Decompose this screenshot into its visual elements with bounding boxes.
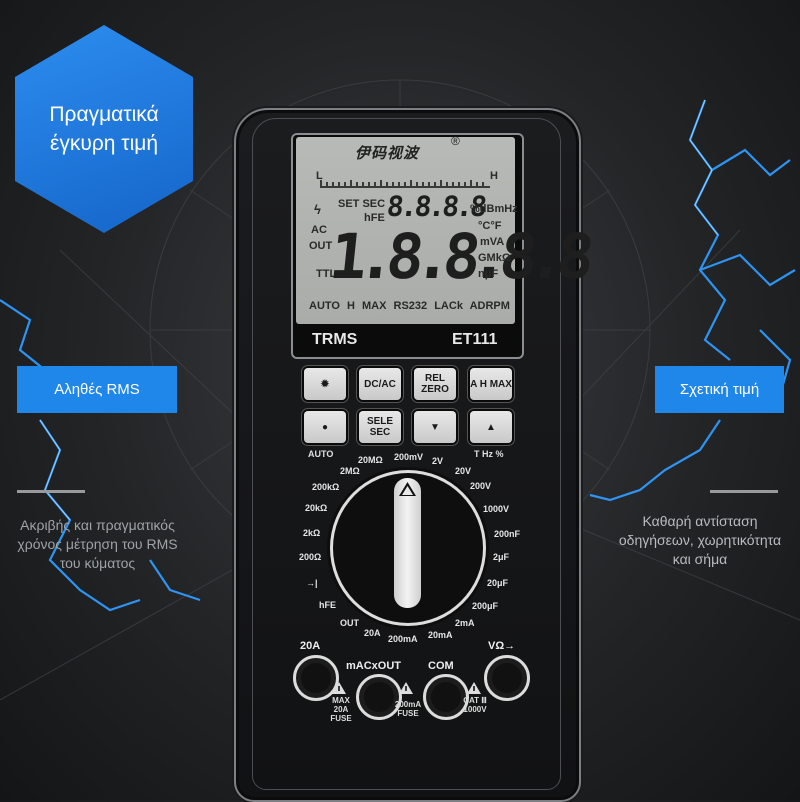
multimeter-inner-frame [252,118,561,790]
jack-macxout[interactable] [356,674,402,720]
lcd-display [296,137,515,324]
model-number: ET111 [452,331,498,348]
thz-caption: T Hz % [474,449,504,459]
jack-20a-label: 20A [300,640,321,652]
lcd-status-row: AUTO H MAX RS232 LACk ADRPM [309,300,510,312]
dial-1000v: 1000V [483,504,510,514]
relative-value-description: Καθαρή αντίσταση οδηγήσεων, χωρητικότητα… [618,513,782,567]
dial-20kohm: 20kΩ [305,503,328,513]
dial-200ma: 200mA [388,634,418,644]
relative-value-label: Σχετική τιμή [655,366,784,413]
auto-button[interactable]: ● [304,411,346,443]
dial-hfe: hFE [319,600,336,610]
bar-low-label: L [316,170,323,182]
jack-com-label: COM [428,660,454,672]
jack-vohm[interactable] [484,655,530,701]
trms-label: TRMS [312,331,358,348]
auto-caption: AUTO [308,449,334,459]
lcd-ttl: TTL [316,268,337,280]
dial-200v: 200V [470,481,492,491]
dial-20uf: 20μF [487,578,509,588]
dial-20v: 20V [455,466,472,476]
dial-20a: 20A [364,628,381,638]
cat-rating-warning: CAT Ⅲ 1000V [463,696,487,714]
bar-high-label: H [490,170,498,182]
brand-name: 伊码视波 [355,145,420,162]
lightning-icon: ϟ [314,202,321,217]
hold-max-button[interactable]: A H MAX [470,368,512,400]
dial-out: OUT [340,618,359,628]
dc-ac-button[interactable]: DC/AC [359,368,401,400]
rel-zero-button[interactable]: REL ZERO [414,368,456,400]
dial-2uf: 2μF [493,552,510,562]
jack-vohm-label: VΩ→ [488,640,516,652]
warning-icon [467,682,481,694]
value-badge: Πραγματικά έγκυρη τιμή [15,25,193,233]
warning-icon [399,682,413,694]
dial-2kohm: 2kΩ [303,528,321,538]
jack-macxout-label: mACxOUT [346,660,402,672]
dial-2v: 2V [432,456,444,466]
true-rms-label: Αληθές RMS [17,366,177,413]
left-divider [17,490,85,493]
select-button[interactable]: SELE SEC [359,411,401,443]
dial-200ohm: 200Ω [299,552,322,562]
lcd-set-sec: SET SEC [338,198,386,210]
lcd-main-digits: 1.8.8.8.8 [326,220,589,293]
lcd-out: OUT [309,240,333,252]
lcd-units-3: mVA [480,236,505,248]
jack-20a[interactable] [293,655,339,701]
lcd-units-2: °C°F [478,220,502,232]
dial-200kohm: 200kΩ [312,482,340,492]
lcd-units-4: GMkΩ [478,252,511,264]
fuse-200ma-warning: 200mA FUSE [394,700,422,718]
dial-20ma: 20mA [428,630,453,640]
dial-20mohm: 20MΩ [358,455,383,465]
dial-diode: →| [306,578,318,588]
lcd-units-1: %dBmHz [470,203,518,215]
warning-icon [332,682,346,694]
dial-knob[interactable] [394,478,421,608]
dial-200nf: 200nF [494,529,521,539]
dial-pointer-icon [399,482,416,496]
dial-2ma: 2mA [455,618,475,628]
registered-mark: ® [451,134,460,148]
dial-200mv: 200mV [394,452,424,462]
badge-text: Πραγματικά έγκυρη τιμή [49,103,159,155]
right-divider [710,490,778,493]
lcd-bar-graph [320,180,490,188]
down-button[interactable]: ▼ [414,411,456,443]
up-button[interactable]: ▲ [470,411,512,443]
dial-2mohm: 2MΩ [340,466,360,476]
lcd-units-5: nμF [478,268,499,280]
dial-200uf: 200μF [472,601,499,611]
fuse-20a-warning: MAX 20A FUSE [330,696,352,723]
lcd-ac: AC [311,224,327,236]
lcd-hfe: hFE [364,212,385,224]
backlight-button[interactable]: ✹ [304,368,346,400]
jack-com[interactable] [423,674,469,720]
true-rms-description: Ακριβής και πραγματικός χρόνος μέτρηση τ… [17,517,178,571]
